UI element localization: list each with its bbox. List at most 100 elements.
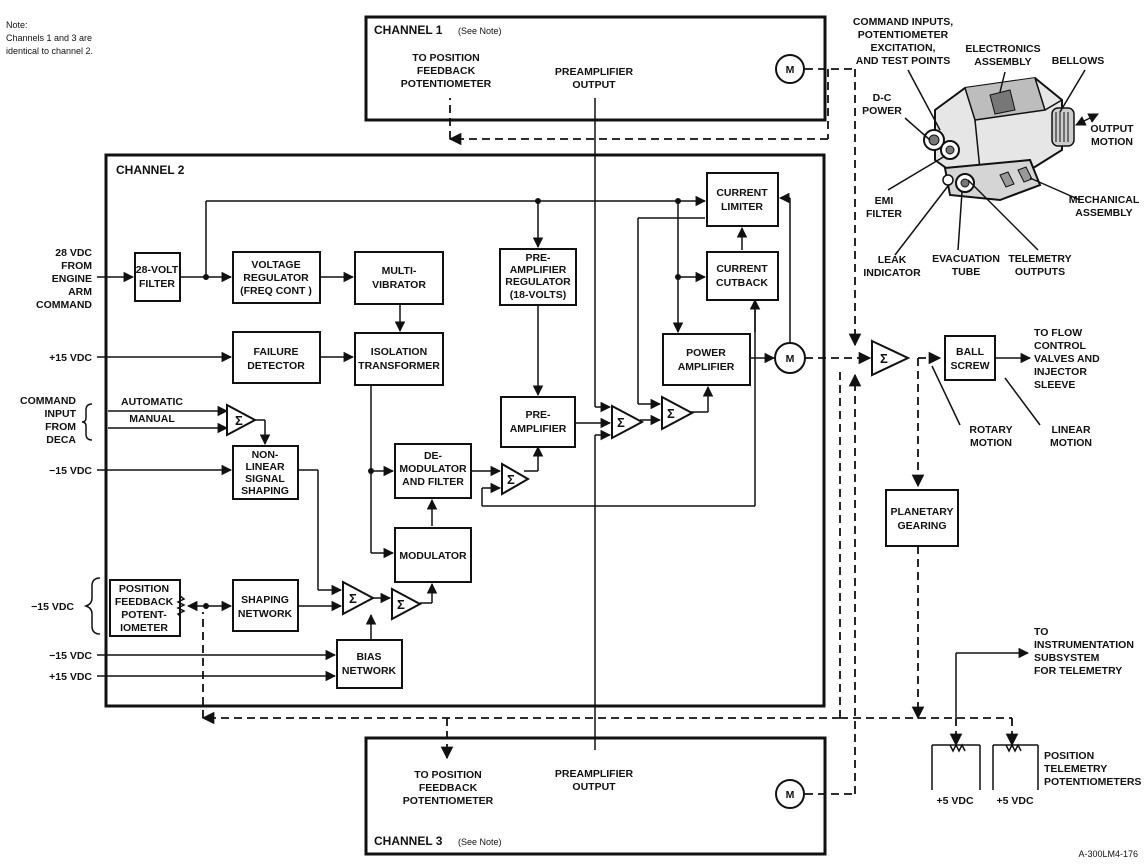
svg-text:28 VDC: 28 VDC (55, 247, 92, 259)
power-amplifier-block: POWER AMPLIFIER (662, 333, 751, 386)
planetary-gearing-block: PLANETARY GEARING (885, 489, 959, 547)
channel-2-frame: CHANNEL 2 (104, 153, 826, 708)
failure-detector-block: FAILURE DETECTOR (232, 331, 321, 384)
svg-text:ISOLATION: ISOLATION (371, 346, 427, 358)
electronics-assembly-label: ELECTRONICS ASSEMBLY (965, 43, 1040, 68)
svg-text:AMPLIFIER: AMPLIFIER (510, 423, 567, 435)
svg-text:TO POSITION: TO POSITION (414, 769, 481, 781)
svg-text:FILTER: FILTER (866, 208, 902, 220)
svg-text:TRANSFORMER: TRANSFORMER (358, 360, 440, 372)
summing-junction: Σ (342, 580, 376, 616)
svg-text:Σ: Σ (667, 406, 675, 421)
svg-text:COMMAND INPUTS,: COMMAND INPUTS, (853, 16, 953, 28)
svg-text:CURRENT: CURRENT (716, 263, 768, 275)
svg-text:INDICATOR: INDICATOR (863, 267, 921, 279)
svg-text:M: M (786, 353, 795, 365)
svg-text:IOMETER: IOMETER (120, 622, 168, 634)
svg-text:POTENTIOMETER: POTENTIOMETER (401, 78, 492, 90)
svg-text:FROM: FROM (45, 421, 76, 433)
svg-text:FILTER: FILTER (139, 278, 175, 290)
svg-text:Σ: Σ (349, 591, 357, 606)
svg-text:POTENTIOMETERS: POTENTIOMETERS (1044, 776, 1141, 788)
svg-text:INSTRUMENTATION: INSTRUMENTATION (1034, 639, 1134, 651)
svg-text:M: M (786, 64, 795, 76)
command-inputs-label: COMMAND INPUTS, POTENTIOMETER EXCITATION… (853, 16, 953, 67)
svg-text:CONTROL: CONTROL (1034, 340, 1086, 352)
nonlinear-shaping-block: NON- LINEAR SIGNAL SHAPING (232, 445, 299, 500)
channel-3-motor (775, 779, 805, 809)
svg-text:POSITION: POSITION (1044, 750, 1094, 762)
svg-text:LINEAR: LINEAR (1051, 424, 1091, 436)
preamplifier-block: PRE- AMPLIFIER (500, 396, 576, 448)
svg-text:SLEEVE: SLEEVE (1034, 379, 1075, 391)
assembly-leader-lines (887, 69, 1086, 256)
svg-text:VALVES AND: VALVES AND (1034, 353, 1100, 365)
channel-3-title: CHANNEL 3 (374, 834, 443, 848)
svg-text:TELEMETRY: TELEMETRY (1008, 253, 1071, 265)
svg-text:MECHANICAL: MECHANICAL (1069, 194, 1140, 206)
svg-text:OUTPUT: OUTPUT (572, 781, 616, 793)
svg-text:MODULATOR: MODULATOR (399, 463, 467, 475)
svg-text:PREAMPLIFIER: PREAMPLIFIER (555, 768, 634, 780)
telemetry-outputs-label: TELEMETRY OUTPUTS (1008, 253, 1071, 278)
svg-text:ENGINE: ENGINE (52, 273, 92, 285)
channel-3-frame: CHANNEL 3 (See Note) TO POSITION FEEDBAC… (364, 736, 827, 856)
svg-text:Σ: Σ (617, 415, 625, 430)
position-feedback-pot-block: POSITION FEEDBACK POTENT- IOMETER (109, 579, 186, 637)
svg-text:MOTION: MOTION (1091, 136, 1133, 148)
automatic-label: AUTOMATIC (121, 396, 183, 408)
svg-text:−15 VDC: −15 VDC (31, 601, 74, 613)
svg-text:Σ: Σ (880, 351, 888, 366)
svg-text:FEEDBACK: FEEDBACK (115, 596, 174, 608)
svg-text:M: M (786, 789, 795, 801)
svg-text:CUTBACK: CUTBACK (716, 277, 768, 289)
demodulator-block: DE- MODULATOR AND FILTER (394, 443, 472, 499)
svg-text:(See Note): (See Note) (458, 26, 502, 36)
power-input-label: 28 VDC FROM ENGINE ARM COMMAND (36, 247, 92, 311)
svg-text:Note:: Note: (6, 20, 28, 30)
svg-text:PRE-: PRE- (525, 409, 551, 421)
svg-text:LEAK: LEAK (878, 254, 907, 266)
instrumentation-label: TO INSTRUMENTATION SUBSYSTEM FOR TELEMET… (1034, 626, 1134, 677)
svg-text:POWER: POWER (686, 347, 726, 359)
channel-2-motor: M (774, 342, 806, 374)
svg-text:NON-: NON- (252, 449, 279, 461)
ball-screw-block: BALL SCREW (944, 335, 996, 381)
plus5-label-a: +5 VDC (936, 795, 973, 807)
svg-text:OUTPUT: OUTPUT (1090, 123, 1134, 135)
svg-text:FEEDBACK: FEEDBACK (419, 782, 478, 794)
svg-text:OUTPUTS: OUTPUTS (1015, 266, 1065, 278)
svg-text:FROM: FROM (61, 260, 92, 272)
svg-text:NETWORK: NETWORK (342, 665, 397, 677)
svg-text:FOR TELEMETRY: FOR TELEMETRY (1034, 665, 1122, 677)
svg-text:INPUT: INPUT (45, 408, 77, 420)
svg-text:TUBE: TUBE (952, 266, 981, 278)
svg-text:MODULATOR: MODULATOR (399, 550, 467, 562)
svg-text:Σ: Σ (397, 597, 405, 612)
channel-1-title: CHANNEL 1 (374, 23, 443, 37)
svg-text:(18-VOLTS): (18-VOLTS) (510, 289, 566, 301)
svg-text:PREAMPLIFIER: PREAMPLIFIER (555, 66, 634, 78)
svg-text:(See Note): (See Note) (458, 837, 502, 847)
current-limiter-block: CURRENT LIMITER (706, 172, 779, 227)
svg-text:AMPLIFIER: AMPLIFIER (510, 264, 567, 276)
svg-text:ROTARY: ROTARY (969, 424, 1012, 436)
svg-text:TELEMETRY: TELEMETRY (1044, 763, 1107, 775)
svg-text:MULTI-: MULTI- (382, 265, 417, 277)
svg-text:28-VOLT: 28-VOLT (136, 264, 179, 276)
svg-text:MOTION: MOTION (970, 437, 1012, 449)
voltage-regulator-block: VOLTAGE REGULATOR (FREQ CONT ) (232, 251, 321, 304)
svg-text:POTENT-: POTENT- (121, 609, 167, 621)
svg-text:D-C: D-C (873, 92, 892, 104)
svg-text:GEARING: GEARING (897, 520, 946, 532)
flow-control-label: TO FLOW CONTROL VALVES AND INJECTOR SLEE… (1034, 327, 1100, 391)
svg-text:EVACUATION: EVACUATION (932, 253, 1000, 265)
svg-text:TO POSITION: TO POSITION (412, 52, 479, 64)
svg-text:POWER: POWER (862, 105, 902, 117)
minus15-input-label: −15 VDC (49, 465, 92, 477)
svg-text:CURRENT: CURRENT (716, 187, 768, 199)
summing-junction: Σ (391, 587, 423, 621)
output-lines (931, 352, 1041, 790)
svg-text:SHAPING: SHAPING (241, 485, 289, 497)
